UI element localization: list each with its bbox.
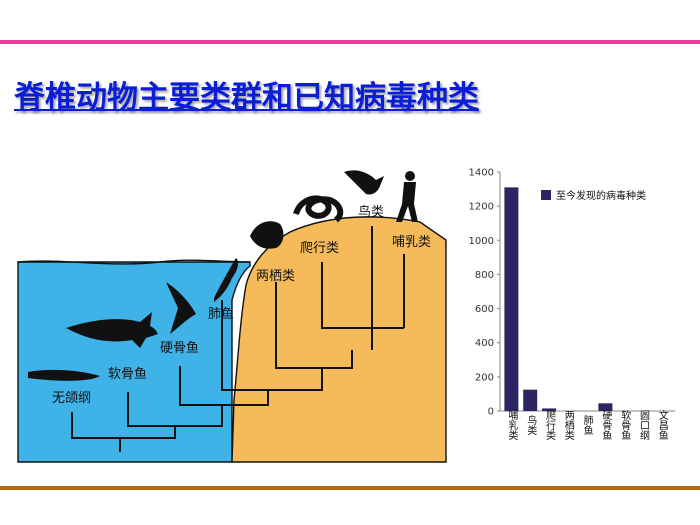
y-tick-label: 1400 (469, 168, 494, 179)
x-tick-label: 两栖类 (562, 410, 574, 441)
bottom-divider (0, 486, 700, 490)
label-amphibians: 两栖类 (256, 269, 295, 284)
y-axis: 0 200 400 600 800 1000 1200 1400 (469, 168, 676, 418)
label-lungfish: 肺鱼 (208, 306, 234, 322)
water-area (18, 262, 250, 462)
x-tick-label: 爬行类 (544, 410, 556, 441)
label-bony-fish: 硬骨鱼 (160, 340, 199, 356)
label-reptiles: 爬行类 (300, 241, 339, 256)
label-cartilaginous-fish: 软骨鱼 (108, 366, 147, 382)
y-tick-label: 800 (475, 270, 494, 281)
y-tick-label: 0 (488, 407, 494, 418)
x-tick-label: 硬骨鱼 (600, 410, 612, 440)
x-tick-label: 肺鱼 (581, 415, 593, 435)
label-birds: 鸟类 (358, 204, 384, 220)
human-icon (396, 171, 418, 222)
bar (523, 390, 537, 411)
y-tick-label: 600 (475, 304, 494, 315)
y-tick-label: 400 (475, 338, 494, 349)
y-tick-label: 1200 (469, 202, 494, 213)
label-mammals: 哺乳类 (392, 235, 431, 250)
legend-label: 至今发现的病毒种类 (556, 189, 646, 202)
x-tick-label: 文昌鱼 (656, 409, 668, 440)
frog-icon (250, 221, 283, 248)
x-tick-label: 鸟类 (525, 414, 537, 436)
y-tick-label: 200 (475, 372, 494, 383)
snake-icon (296, 198, 340, 220)
virus-bar-chart: 0 200 400 600 800 1000 1200 1400 哺乳类鸟类爬行类两栖类肺鱼硬… (460, 160, 695, 465)
x-tick-label: 哺乳类 (506, 409, 518, 441)
x-tick-label: 软骨鱼 (619, 409, 631, 440)
axis-lines (500, 172, 675, 411)
label-agnatha: 无颌纲 (52, 391, 91, 406)
bird-icon (344, 170, 384, 194)
x-tick-label: 圆口纲 (638, 410, 650, 441)
x-labels: 哺乳类鸟类爬行类两栖类肺鱼硬骨鱼软骨鱼圆口纲文昌鱼 (506, 409, 668, 441)
legend: 至今发现的病毒种类 (541, 189, 646, 202)
legend-swatch (541, 190, 551, 200)
bar (504, 187, 518, 411)
y-tick-label: 1000 (469, 236, 494, 247)
bars (504, 187, 612, 411)
